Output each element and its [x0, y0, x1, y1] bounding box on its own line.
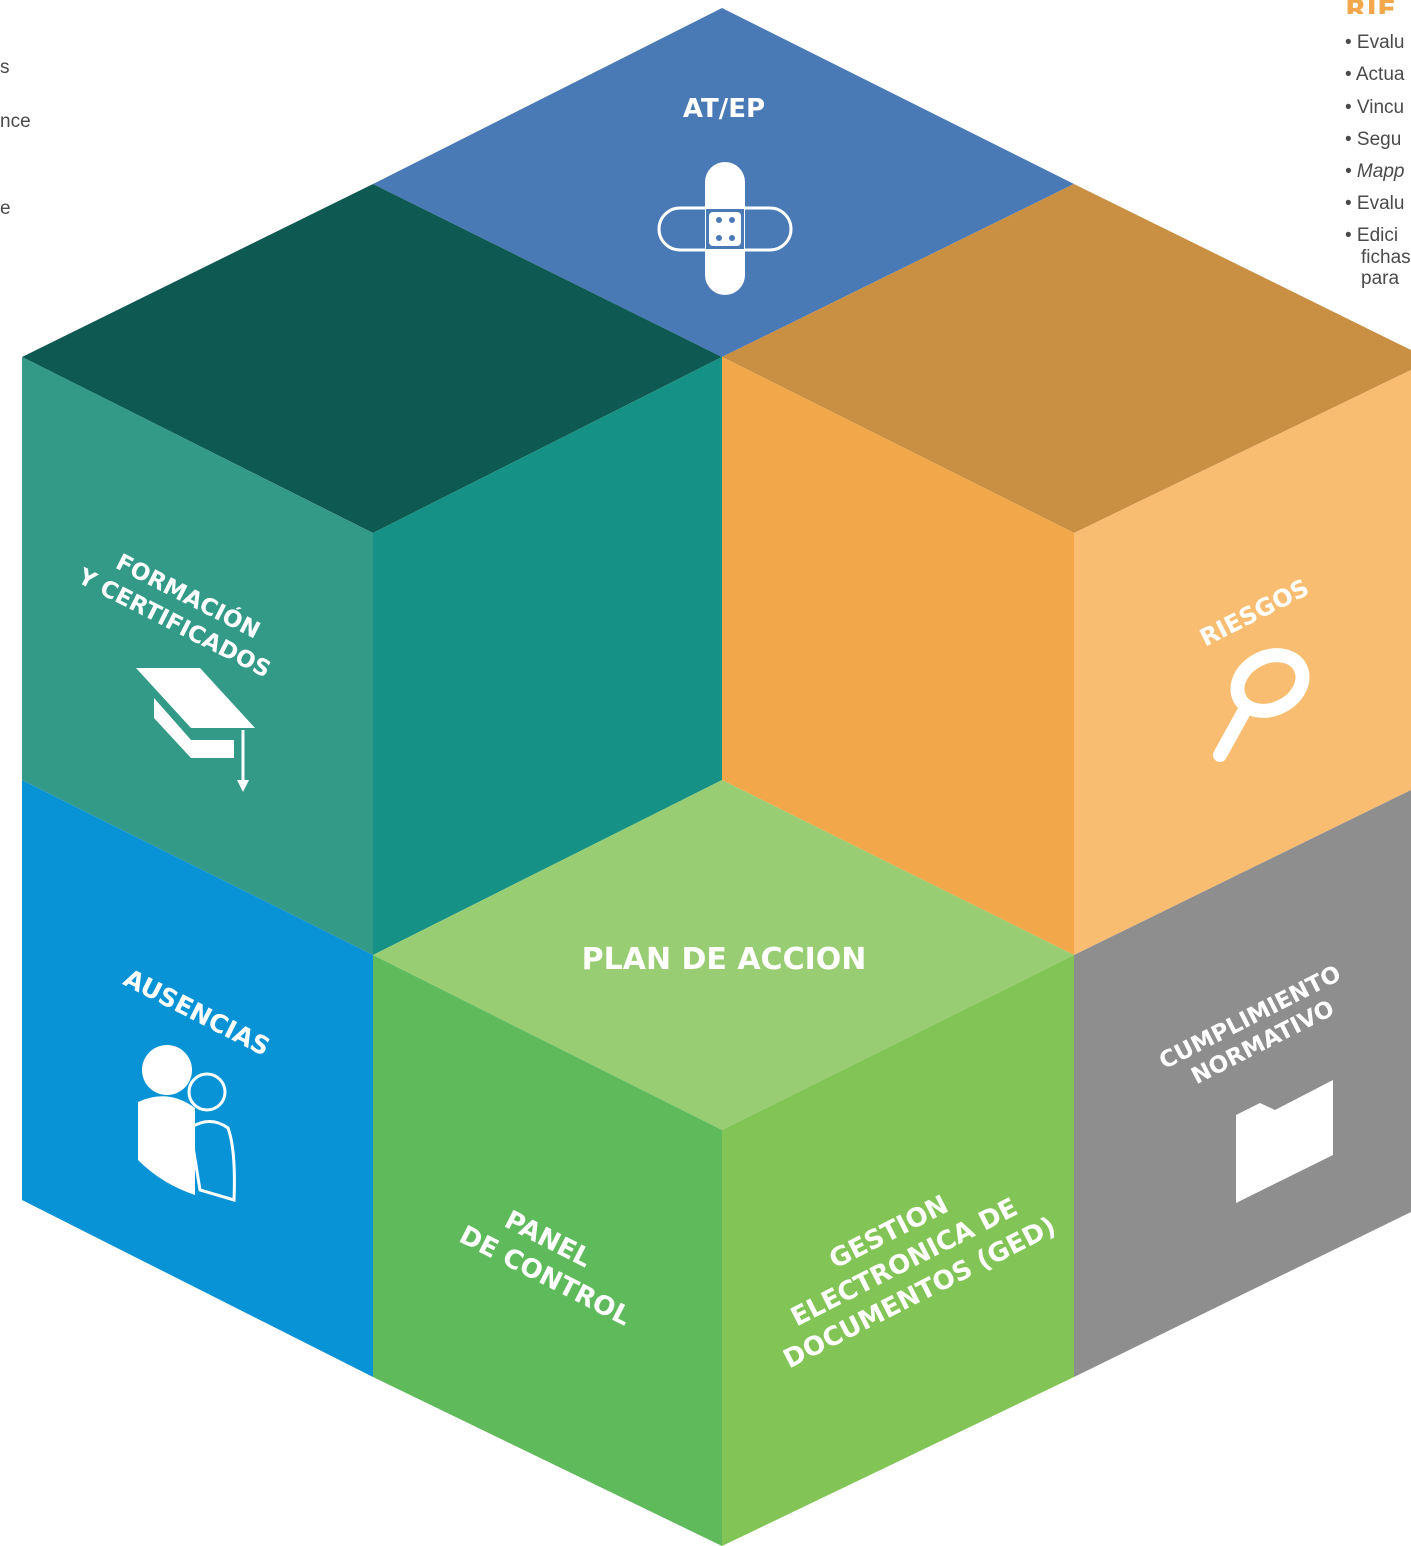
folder-icon [1236, 1080, 1333, 1203]
right-item-7: • Edici [1345, 225, 1399, 246]
face-top-left [22, 184, 722, 533]
atep-label: AT/EP [683, 94, 765, 124]
left-fragment-3: e [0, 198, 11, 219]
right-item-4: • Segu [1345, 129, 1402, 150]
right-item-1: • Evalu [1345, 32, 1405, 53]
face-ged[interactable] [722, 955, 1074, 1546]
face-panel[interactable] [373, 955, 722, 1546]
plan-label: PLAN DE ACCION [582, 942, 867, 977]
right-text-panel: RIE • Evalu • Actua • Vincu • Segu • Map… [1345, 0, 1411, 300]
bandage-icon [657, 162, 793, 295]
face-top-right [722, 184, 1411, 533]
left-fragment-2: nce [0, 111, 31, 132]
people-icon [138, 1045, 236, 1202]
right-item-7-cont-1: fichas [1361, 247, 1411, 268]
graduation-cap-icon [136, 668, 255, 792]
right-item-5: • Mapp [1345, 161, 1405, 182]
face-orange-mid [722, 357, 1074, 955]
face-formacion[interactable] [22, 357, 373, 955]
left-fragment-1: s [0, 57, 10, 78]
magnifier-icon [1213, 648, 1310, 762]
right-item-3: • Vincu [1345, 97, 1405, 118]
face-teal-mid [373, 357, 722, 955]
right-panel-heading: RIE [1345, 0, 1411, 14]
face-plan[interactable] [373, 780, 1074, 1130]
right-item-7-cont-2: para [1361, 268, 1400, 289]
right-item-2: • Actua [1345, 64, 1405, 85]
face-ausencias[interactable] [22, 780, 373, 1377]
right-item-6: • Evalu [1345, 193, 1405, 214]
face-cumplimiento[interactable] [1074, 790, 1411, 1377]
